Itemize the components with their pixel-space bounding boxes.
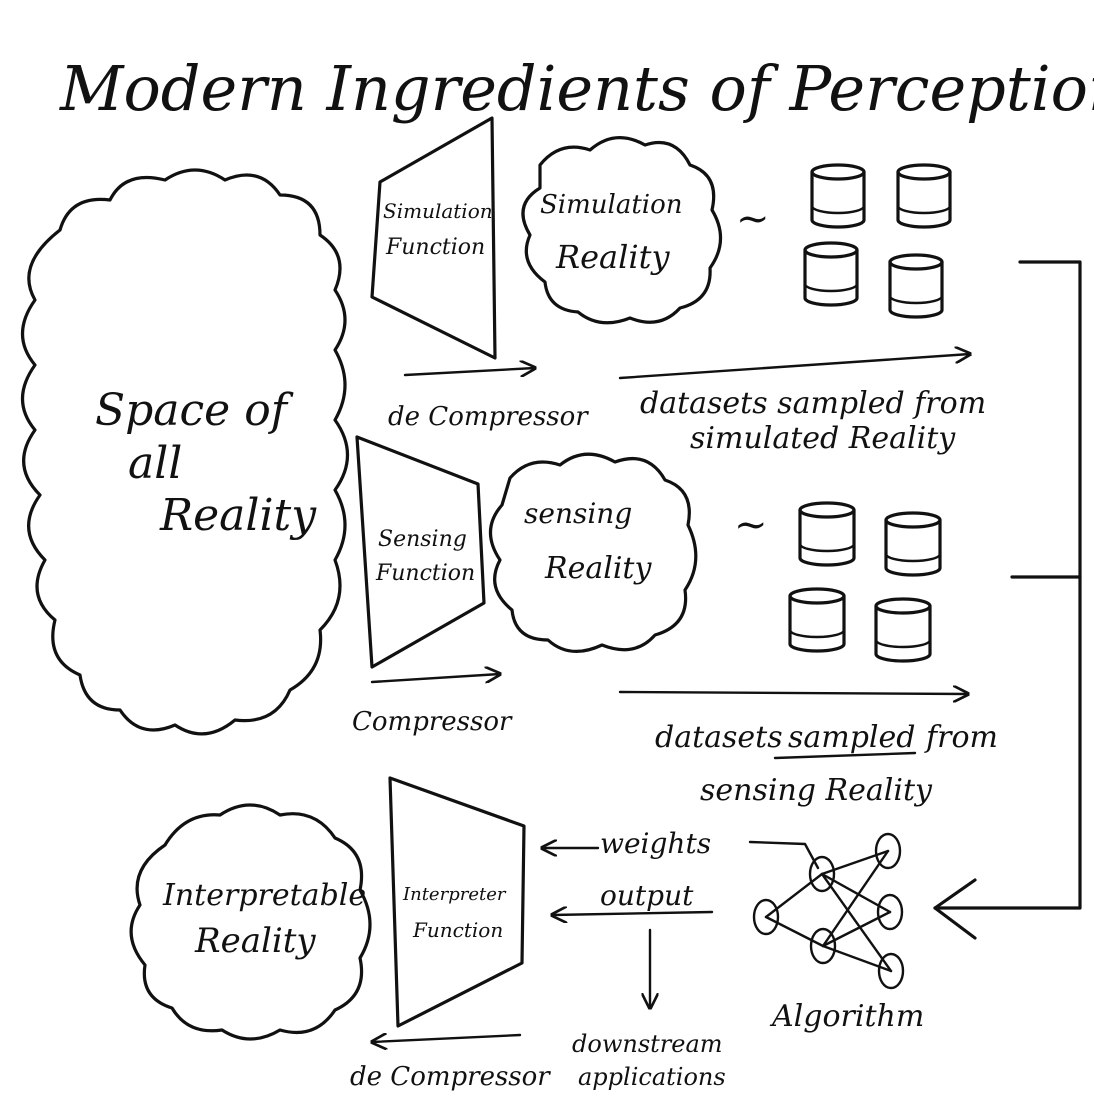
simulation-cloud-shape <box>521 136 723 325</box>
datasets-simulated-line1: datasets sampled from <box>640 386 986 421</box>
collector-arrowhead <box>933 878 977 940</box>
decompressor-top-arrow <box>403 368 535 375</box>
interpreter-function-line1: Interpreter <box>402 884 507 905</box>
sensing-datasets <box>788 501 942 663</box>
decompressor-bottom: de Compressor <box>350 1035 551 1092</box>
space-label-line1: Space of <box>95 385 294 436</box>
datasets-simulated-line2: simulated Reality <box>690 421 956 456</box>
network-edge-1 <box>764 872 824 919</box>
simulation-function-shape <box>370 116 497 360</box>
sensing-dataset-3 <box>788 587 846 653</box>
network-edges <box>764 849 893 973</box>
network-node-3 <box>809 927 837 965</box>
interpreter-function: Interpreter Function <box>388 776 526 1028</box>
decompressor-bottom-label: de Compressor <box>350 1062 551 1092</box>
sensing-dataset-1 <box>798 501 856 567</box>
interpretable-cloud-shape <box>129 803 372 1041</box>
network-node-5 <box>876 893 904 931</box>
weights-label: weights <box>600 827 711 860</box>
sensing-tilde: ~ <box>734 502 768 548</box>
downstream-line1: downstream <box>572 1030 723 1058</box>
network-nodes <box>752 832 905 990</box>
space-label-line2: all <box>128 438 182 489</box>
network-node-2 <box>808 855 836 893</box>
datasets-sensing-word1: datasets <box>655 720 783 755</box>
network-edge-2 <box>764 915 825 948</box>
decompressor-bottom-arrow <box>372 1035 522 1042</box>
network-edge-5 <box>820 872 893 973</box>
interpreter-function-shape <box>388 776 526 1028</box>
simulation-function-line1: Simulation <box>383 199 493 223</box>
weights-connector <box>748 840 820 870</box>
compressor: Compressor <box>352 674 513 737</box>
sensing-reality-cloud: sensing Reality <box>488 452 698 653</box>
sampled-underline <box>773 751 917 760</box>
interpretable-reality-line2: Reality <box>194 921 316 961</box>
collector-bracket <box>933 260 1082 910</box>
interpreter-function-line2: Function <box>412 918 503 942</box>
datasets-sensing-word3: from <box>924 720 998 755</box>
network-node-4 <box>874 832 902 870</box>
datasets-sensing-arrow <box>618 692 968 694</box>
sensing-function-line1: Sensing <box>378 527 467 552</box>
compressor-label: Compressor <box>352 707 513 737</box>
compressor-arrow <box>370 674 500 682</box>
datasets-sensing: datasets sampled from sensing Reality <box>618 692 998 808</box>
space-label-line3: Reality <box>159 490 317 541</box>
simulation-reality-line1: Simulation <box>540 190 683 220</box>
simulation-dataset-1 <box>810 163 866 229</box>
sensing-reality-line1: sensing <box>524 497 632 530</box>
output-label: output <box>600 879 694 912</box>
network-node-6 <box>877 952 905 990</box>
simulation-function-line2: Function <box>385 235 485 260</box>
interpretable-reality-cloud: Interpretable Reality <box>129 803 372 1041</box>
datasets-simulated: datasets sampled from simulated Reality <box>618 354 986 456</box>
interpretable-reality-line1: Interpretable <box>162 878 366 913</box>
datasets-simulated-arrow <box>618 354 970 380</box>
downstream-line2: applications <box>578 1063 726 1091</box>
simulation-reality-line2: Reality <box>555 238 670 276</box>
sensing-function: Sensing Function <box>355 435 486 669</box>
datasets-sensing-line2: sensing Reality <box>700 773 933 808</box>
sensing-dataset-2 <box>884 511 942 577</box>
datasets-sensing-word2: sampled <box>788 720 916 755</box>
decompressor-top-label: de Compressor <box>388 402 589 432</box>
network-edge-6 <box>821 849 890 948</box>
output-arrow <box>552 912 714 915</box>
network-node-1 <box>752 898 780 936</box>
algorithm-label: Algorithm <box>769 999 924 1034</box>
weights: weights <box>542 827 820 870</box>
output: output downstream applications <box>552 879 726 1091</box>
sensing-reality-line2: Reality <box>544 551 652 586</box>
algorithm-network: Algorithm <box>752 832 924 1034</box>
simulation-reality-cloud: Simulation Reality <box>521 136 723 325</box>
space-cloud-shape <box>21 168 349 736</box>
simulation-dataset-3 <box>803 241 859 307</box>
decompressor-top: de Compressor <box>388 368 589 432</box>
space-of-all-reality-cloud: Space of all Reality <box>21 168 349 736</box>
simulation-function: Simulation Function <box>370 116 497 360</box>
sensing-function-line2: Function <box>375 561 475 586</box>
sensing-cloud-shape <box>488 452 698 653</box>
simulation-dataset-2 <box>896 163 952 229</box>
network-edge-7 <box>821 910 892 948</box>
simulation-tilde: ~ <box>736 196 770 242</box>
simulation-dataset-4 <box>888 253 944 319</box>
sensing-dataset-4 <box>874 597 932 663</box>
sensing-function-shape <box>355 435 486 669</box>
page-title: Modern Ingredients of Perception <box>59 52 1094 125</box>
simulation-datasets <box>803 163 952 319</box>
